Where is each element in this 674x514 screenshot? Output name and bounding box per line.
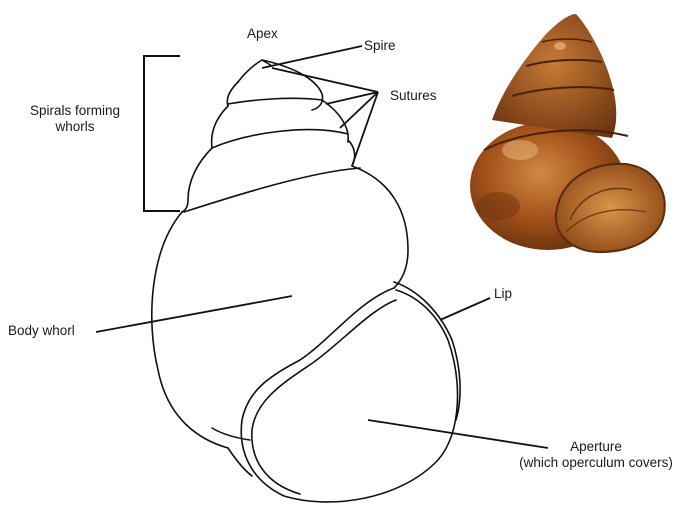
whorl-3-outline [182, 140, 355, 212]
body-whorl-leader [96, 296, 292, 332]
shell-outline-drawing [152, 60, 460, 502]
apex-outline [238, 60, 272, 82]
spirals-label: Spirals forming whorls [20, 103, 130, 135]
spire-leader [262, 46, 362, 68]
snail-shell-photo [470, 14, 665, 252]
lip-leader [440, 298, 490, 320]
aperture-label-line2: (which operculum covers) [516, 455, 674, 471]
aperture-label-line1: Aperture [516, 439, 674, 455]
body-whorl-inner-curve [212, 428, 250, 440]
lip-outline [394, 282, 460, 420]
suture-leader-2 [326, 92, 378, 104]
spirals-label-line2: whorls [20, 119, 130, 135]
sutures-label: Sutures [390, 88, 437, 104]
aperture-inner-outline [252, 300, 396, 494]
lip-label: Lip [494, 286, 512, 302]
suture-1 [228, 98, 322, 104]
leader-lines [96, 46, 548, 448]
spirals-bracket [144, 56, 180, 211]
suture-2 [212, 130, 348, 148]
spire-label: Spire [364, 38, 396, 54]
spirals-label-line1: Spirals forming [20, 103, 130, 119]
body-whorl-label: Body whorl [8, 323, 75, 339]
apex-label: Apex [247, 26, 278, 42]
aperture-outline [241, 288, 457, 502]
body-whorl-outline [152, 166, 408, 448]
aperture-label: Aperture (which operculum covers) [516, 439, 674, 471]
suture-3 [184, 168, 360, 212]
suture-leader-1 [272, 68, 378, 92]
